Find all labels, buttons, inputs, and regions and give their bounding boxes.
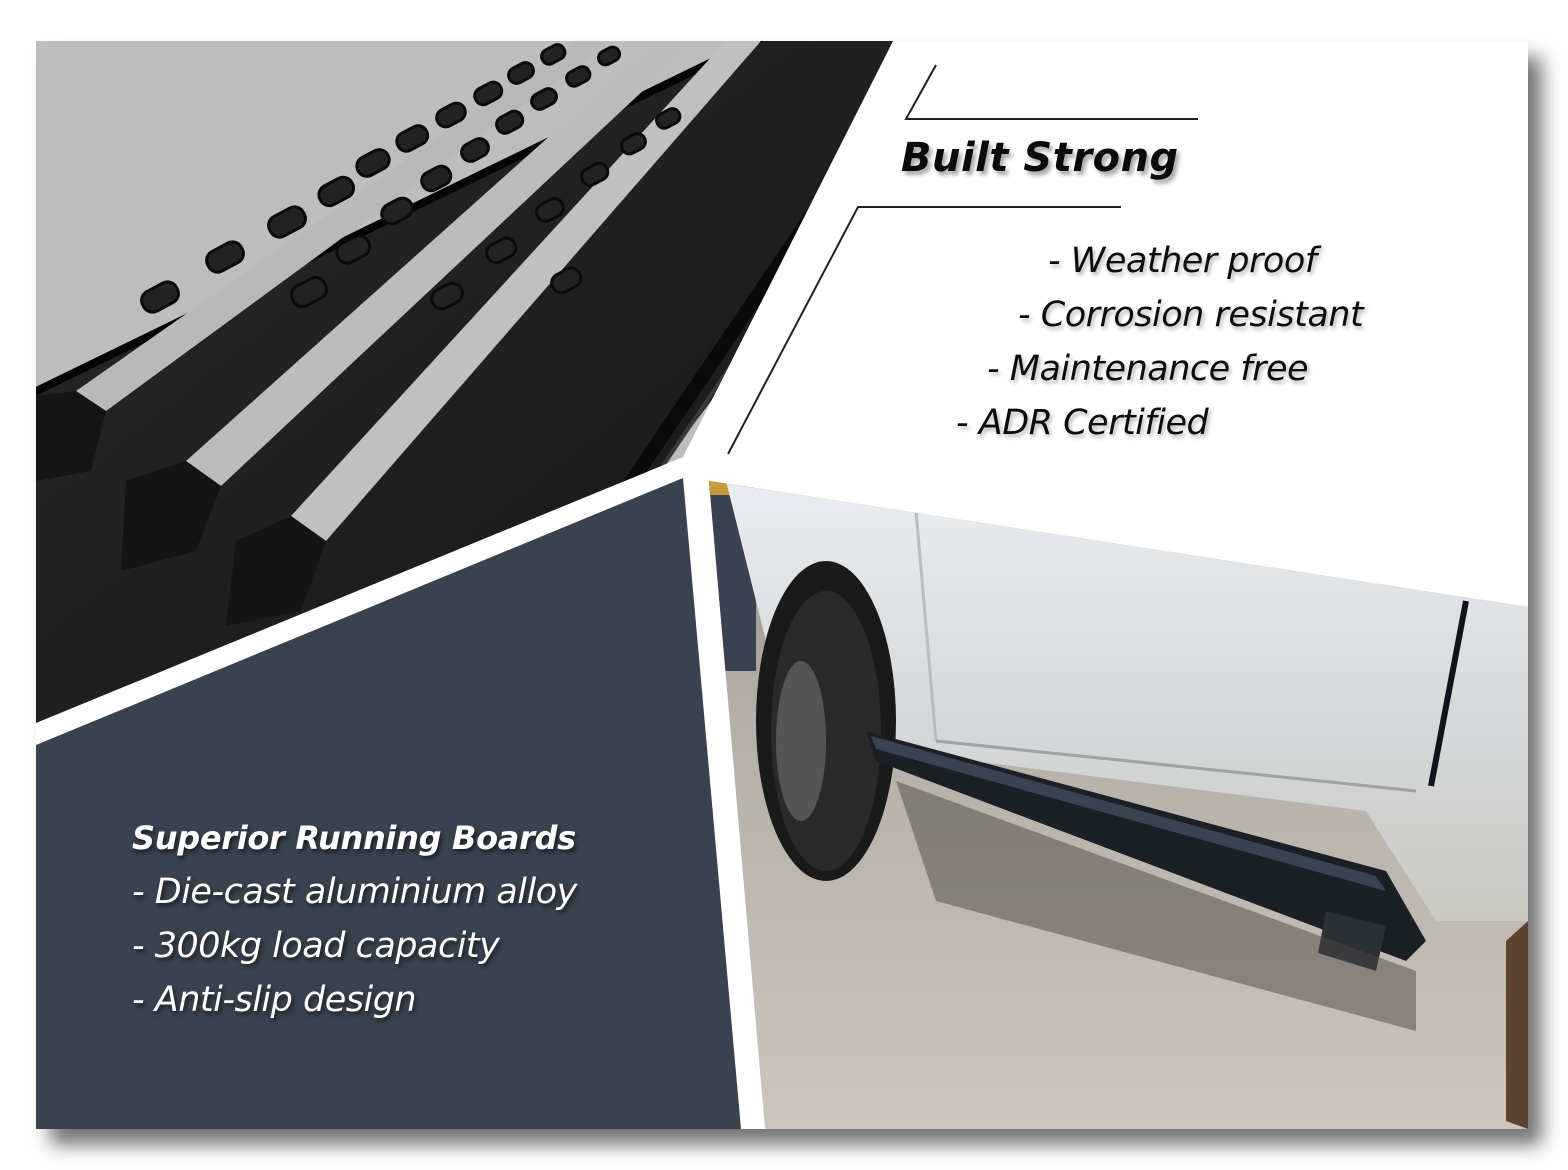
feature-weather-proof: - Weather proof bbox=[1048, 241, 1317, 281]
feature-adr-certified: - ADR Certified bbox=[956, 403, 1209, 443]
decorative-lines bbox=[727, 64, 1198, 455]
panel-title: Superior Running Boards bbox=[132, 819, 576, 857]
feature-die-cast: - Die-cast aluminium alloy bbox=[132, 872, 577, 912]
feature-maintenance-free: - Maintenance free bbox=[987, 349, 1309, 389]
promo-card: Built Strong - Weather proof - Corrosion… bbox=[36, 41, 1528, 1129]
headline-built-strong: Built Strong bbox=[901, 135, 1179, 181]
dark-info-panel bbox=[36, 478, 741, 1129]
running-boards-features: Superior Running Boards - Die-cast alumi… bbox=[132, 811, 577, 1027]
feature-corrosion-resistant: - Corrosion resistant bbox=[1018, 295, 1364, 335]
feature-load-capacity: - 300kg load capacity bbox=[132, 926, 500, 966]
vehicle-side-step-photo bbox=[709, 481, 1528, 1129]
feature-anti-slip: - Anti-slip design bbox=[132, 980, 417, 1020]
